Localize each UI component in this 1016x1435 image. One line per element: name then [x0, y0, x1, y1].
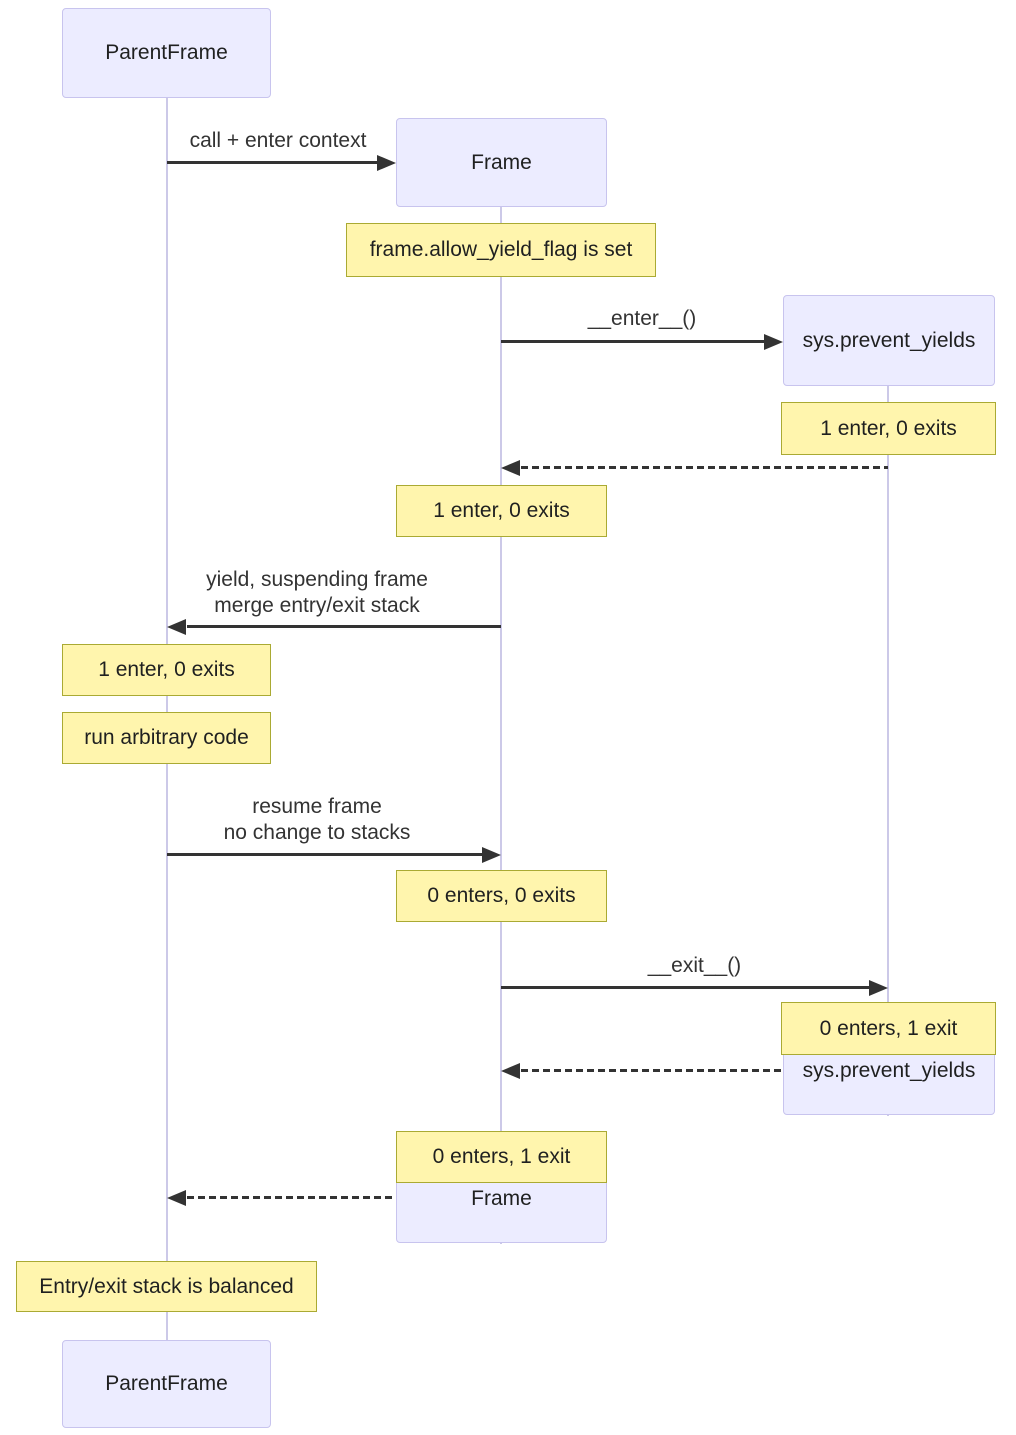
- message-line-exit-call: [501, 986, 870, 989]
- actor-label: sys.prevent_yields: [802, 328, 976, 352]
- message-line-frame-return: [187, 1196, 501, 1199]
- note-text: 0 enters, 0 exits: [427, 884, 576, 907]
- message-line-yield-suspend: [187, 625, 501, 628]
- note-text: 0 enters, 1 exit: [819, 1016, 958, 1040]
- note-stack-balanced: Entry/exit stack is balanced: [16, 1261, 317, 1312]
- arrowhead-right-icon: [482, 847, 501, 863]
- message-label-exit-call: __exit__(): [501, 953, 888, 979]
- note-frame-0-enters-0-exits: 0 enters, 0 exits: [396, 870, 607, 922]
- note-allow-yield-flag: frame.allow_yield_flag is set: [346, 223, 656, 277]
- actor-label: Frame: [471, 150, 532, 174]
- message-label-line: call + enter context: [189, 129, 367, 152]
- note-frame-0-enters-1-exit: 0 enters, 1 exit: [396, 1131, 607, 1183]
- note-parentframe-1-enter-0-exits: 1 enter, 0 exits: [62, 644, 271, 696]
- note-text: 1 enter, 0 exits: [433, 499, 570, 522]
- message-line-enter-return: [521, 466, 888, 469]
- actor-label: ParentFrame: [105, 1372, 228, 1395]
- note-run-arbitrary-code: run arbitrary code: [62, 712, 271, 764]
- note-sys-0-enters-1-exit: 0 enters, 1 exit: [781, 1002, 996, 1055]
- message-line-enter-call: [501, 340, 766, 343]
- actor-parentframe-bottom: ParentFrame: [62, 1340, 271, 1428]
- note-frame-1-enter-0-exits: 1 enter, 0 exits: [396, 485, 607, 537]
- note-text: 0 enters, 1 exit: [432, 1145, 571, 1168]
- message-label-enter-call: __enter__(): [501, 306, 783, 332]
- message-label-call-enter-context: call + enter context: [167, 128, 389, 154]
- note-text: 1 enter, 0 exits: [820, 416, 957, 440]
- actor-label: sys.prevent_yields: [802, 1059, 976, 1082]
- arrowhead-left-icon: [167, 1190, 186, 1206]
- message-label-line: yield, suspending frame: [206, 568, 428, 591]
- note-sys-1-enter-0-exits: 1 enter, 0 exits: [781, 402, 996, 455]
- actor-parentframe-top: ParentFrame: [62, 8, 271, 98]
- actor-sys-prevent-yields-top: sys.prevent_yields: [783, 295, 995, 386]
- message-label-line: __exit__(): [647, 954, 742, 977]
- arrowhead-left-icon: [501, 1063, 520, 1079]
- note-text: Entry/exit stack is balanced: [39, 1274, 294, 1298]
- arrowhead-left-icon: [501, 460, 520, 476]
- note-text: frame.allow_yield_flag is set: [369, 238, 633, 261]
- arrowhead-left-icon: [167, 619, 186, 635]
- note-text: 1 enter, 0 exits: [98, 658, 235, 681]
- message-line-exit-return: [521, 1069, 888, 1072]
- message-line-resume-frame: [167, 853, 483, 856]
- message-line-call-enter-context: [167, 161, 379, 164]
- actor-label: Frame: [471, 1187, 532, 1210]
- actor-label: ParentFrame: [105, 41, 228, 64]
- message-label-line: no change to stacks: [223, 821, 411, 844]
- message-label-line: __enter__(): [587, 307, 697, 330]
- message-label-line: merge entry/exit stack: [214, 594, 420, 617]
- message-label-resume-frame: resume frame no change to stacks: [167, 794, 467, 846]
- arrowhead-right-icon: [764, 334, 783, 350]
- arrowhead-right-icon: [869, 980, 888, 996]
- lifeline-sys-prevent-yields: [887, 386, 889, 1116]
- message-label-line: resume frame: [252, 795, 382, 818]
- actor-frame-top: Frame: [396, 118, 607, 207]
- lifeline-frame: [500, 207, 502, 1244]
- message-label-yield-suspend: yield, suspending frame merge entry/exit…: [167, 567, 467, 619]
- note-text: run arbitrary code: [84, 726, 249, 749]
- arrowhead-right-icon: [377, 155, 396, 171]
